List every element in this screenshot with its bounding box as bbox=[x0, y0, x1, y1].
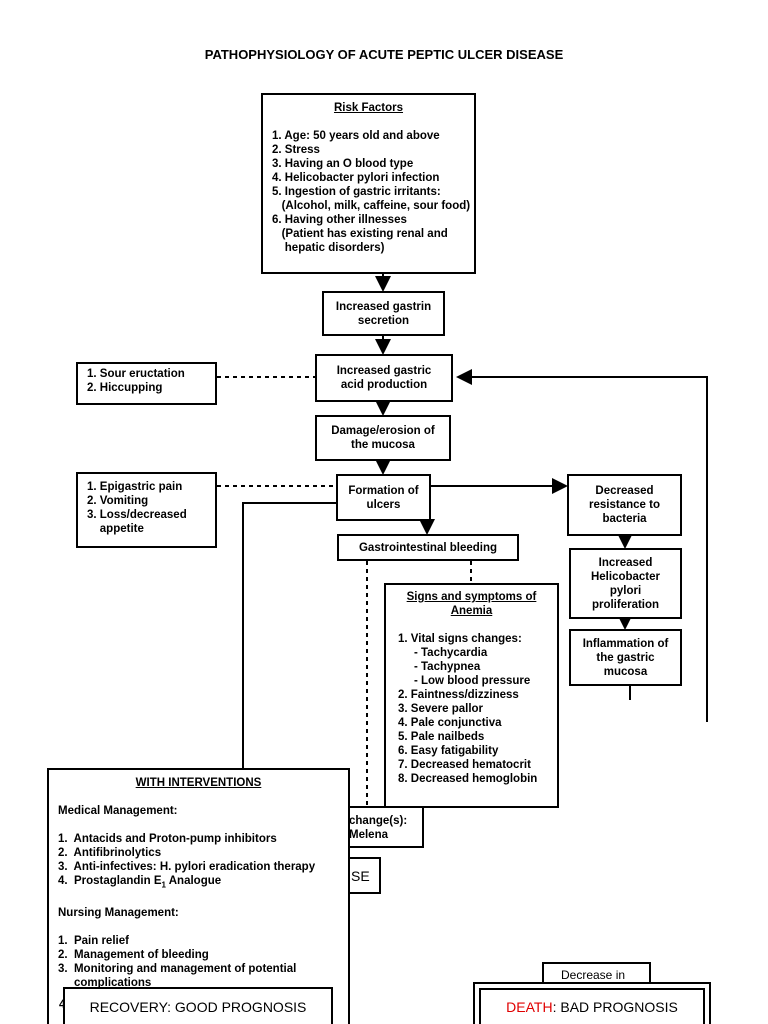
symptom-item: appetite bbox=[87, 523, 144, 535]
nursing-management-heading: Nursing Management: bbox=[58, 907, 179, 920]
interventions-box: WITH INTERVENTIONS Medical Management: 1… bbox=[47, 768, 350, 1024]
risk-factor-item: 5. Ingestion of gastric irritants: bbox=[272, 186, 441, 198]
line-feedback-loop bbox=[456, 369, 708, 722]
recovery-box: RECOVERY: GOOD PROGNOSIS bbox=[63, 987, 333, 1024]
anemia-item: - Tachypnea bbox=[398, 661, 481, 673]
risk-factor-item: hepatic disorders) bbox=[272, 242, 385, 254]
risk-factor-item: 6. Having other illnesses bbox=[272, 214, 407, 226]
decreased-resistance-box: Decreased resistance to bacteria bbox=[567, 474, 682, 536]
stool-change-line1: change(s): bbox=[349, 815, 408, 827]
anemia-item: 2. Faintness/dizziness bbox=[398, 689, 519, 701]
diagram-title: PATHOPHYSIOLOGY OF ACUTE PEPTIC ULCER DI… bbox=[204, 47, 564, 62]
anemia-symptoms-box: Signs and symptoms of Anemia 1. Vital si… bbox=[384, 583, 559, 808]
nursing-item: 1. Pain relief bbox=[58, 935, 129, 948]
nursing-item: complications bbox=[58, 977, 152, 990]
gastrin-secretion-box: Increased gastrin secretion bbox=[322, 291, 445, 336]
anemia-item: 4. Pale conjunctiva bbox=[398, 717, 502, 729]
risk-factor-item: 1. Age: 50 years old and above bbox=[272, 130, 440, 142]
symptom-item: 2. Vomiting bbox=[87, 495, 149, 507]
risk-factors-heading: Risk Factors bbox=[333, 102, 404, 114]
anemia-item: - Low blood pressure bbox=[398, 675, 531, 687]
mucosa-damage-box: Damage/erosion of the mucosa bbox=[315, 415, 451, 461]
medical-item: 2. Antifibrinolytics bbox=[58, 847, 162, 859]
anemia-item: 6. Easy fatigability bbox=[398, 745, 499, 757]
gi-bleeding-box: Gastrointestinal bleeding bbox=[337, 534, 519, 561]
anemia-heading-line1: Signs and symptoms of bbox=[406, 591, 537, 603]
risk-factor-item: 3. Having an O blood type bbox=[272, 158, 414, 170]
risk-factor-item: (Patient has existing renal and bbox=[272, 228, 448, 240]
death-word: DEATH bbox=[506, 999, 553, 1015]
interventions-heading: WITH INTERVENTIONS bbox=[135, 777, 262, 789]
symptom-item: 3. Loss/decreased bbox=[87, 509, 187, 521]
acid-production-box: Increased gastric acid production bbox=[315, 354, 453, 402]
line-ulcers-to-interventions bbox=[242, 502, 336, 768]
anemia-item: 8. Decreased hemoglobin bbox=[398, 773, 538, 785]
anemia-heading-line2: Anemia bbox=[450, 605, 493, 617]
inflammation-box: Inflammation of the gastric mucosa bbox=[569, 629, 682, 686]
medical-item: 3. Anti-infectives: H. pylori eradicatio… bbox=[58, 861, 316, 873]
medical-management-heading: Medical Management: bbox=[58, 805, 178, 817]
hpylori-proliferation-box: Increased Helicobacter pylori proliferat… bbox=[569, 548, 682, 619]
anemia-item: - Tachycardia bbox=[398, 647, 488, 659]
death-rest: : BAD PROGNOSIS bbox=[552, 999, 678, 1015]
symptom-item: 2. Hiccupping bbox=[87, 382, 163, 394]
risk-factor-item: 2. Stress bbox=[272, 144, 320, 156]
stool-change-line2: Melena bbox=[349, 829, 388, 841]
anemia-item: 1. Vital signs changes: bbox=[398, 633, 522, 645]
acid-symptoms-box: 1. Sour eructation 2. Hiccupping bbox=[76, 362, 217, 405]
nursing-item: 2. Management of bleeding bbox=[58, 949, 209, 962]
death-box-outer: DEATH: BAD PROGNOSIS bbox=[473, 982, 711, 1024]
anemia-item: 7. Decreased hematocrit bbox=[398, 759, 531, 771]
symptom-item: 1. Epigastric pain bbox=[87, 481, 183, 493]
anemia-item: 3. Severe pallor bbox=[398, 703, 484, 715]
nursing-item: 3. Monitoring and management of potentia… bbox=[58, 963, 297, 976]
symptom-item: 1. Sour eructation bbox=[87, 368, 185, 380]
medical-item: 4. Prostaglandin E1 Analogue bbox=[58, 875, 222, 890]
nursing-item-4-prefix: 4 bbox=[59, 998, 65, 1012]
medical-item: 1. Antacids and Proton-pump inhibitors bbox=[58, 833, 277, 845]
ulcer-formation-box: Formation of ulcers bbox=[336, 474, 431, 521]
risk-factor-item: 4. Helicobacter pylori infection bbox=[272, 172, 440, 184]
risk-factors-box: Risk Factors 1. Age: 50 years old and ab… bbox=[261, 93, 476, 274]
anemia-item: 5. Pale nailbeds bbox=[398, 731, 485, 743]
risk-factor-item: (Alcohol, milk, caffeine, sour food) bbox=[272, 200, 471, 212]
death-box: DEATH: BAD PROGNOSIS bbox=[479, 988, 705, 1024]
ulcer-symptoms-box: 1. Epigastric pain 2. Vomiting 3. Loss/d… bbox=[76, 472, 217, 548]
